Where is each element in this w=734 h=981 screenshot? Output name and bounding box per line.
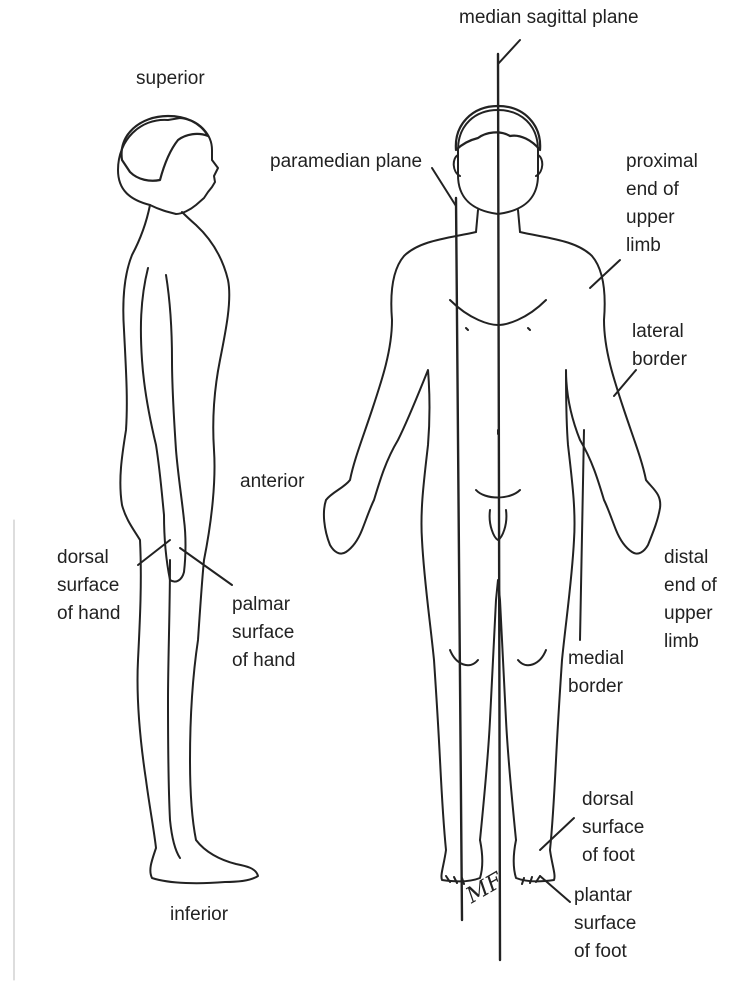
label-medial-border: medial border [568,645,624,701]
label-plantar-surface-of-foot: plantar surface of foot [574,882,636,966]
side-head-outline [118,118,218,214]
label-palmar-surface-of-hand: palmar surface of hand [232,591,295,675]
paramedian-plane-line [456,198,462,920]
label-inferior: inferior [170,901,228,929]
label-anterior: anterior [240,468,304,496]
side-back-leg [168,560,180,858]
label-distal-end-of-upper-limb: distal end of upper limb [664,544,717,656]
label-dorsal-surface-of-foot: dorsal surface of foot [582,786,644,870]
label-lateral-border: lateral border [632,318,687,374]
label-paramedian-plane: paramedian plane [270,148,422,176]
median-sagittal-leader [498,40,520,64]
label-superior: superior [136,65,205,93]
side-arm [141,268,186,582]
label-dorsal-surface-of-hand: dorsal surface of hand [57,544,120,628]
front-knees [450,650,546,665]
dorsal-foot-leader [540,818,574,850]
medial-border-line [580,430,584,640]
paramedian-leader [432,168,456,206]
lateral-view-body [118,116,258,883]
anterior-view-body [324,106,660,884]
front-inner-legs [480,580,516,840]
label-proximal-end-of-upper-limb: proximal end of upper limb [626,148,698,260]
side-hair [122,116,208,181]
median-sagittal-plane-line [498,54,500,960]
proximal-end-leader [590,260,620,288]
label-median-sagittal-plane: median sagittal plane [459,4,639,32]
